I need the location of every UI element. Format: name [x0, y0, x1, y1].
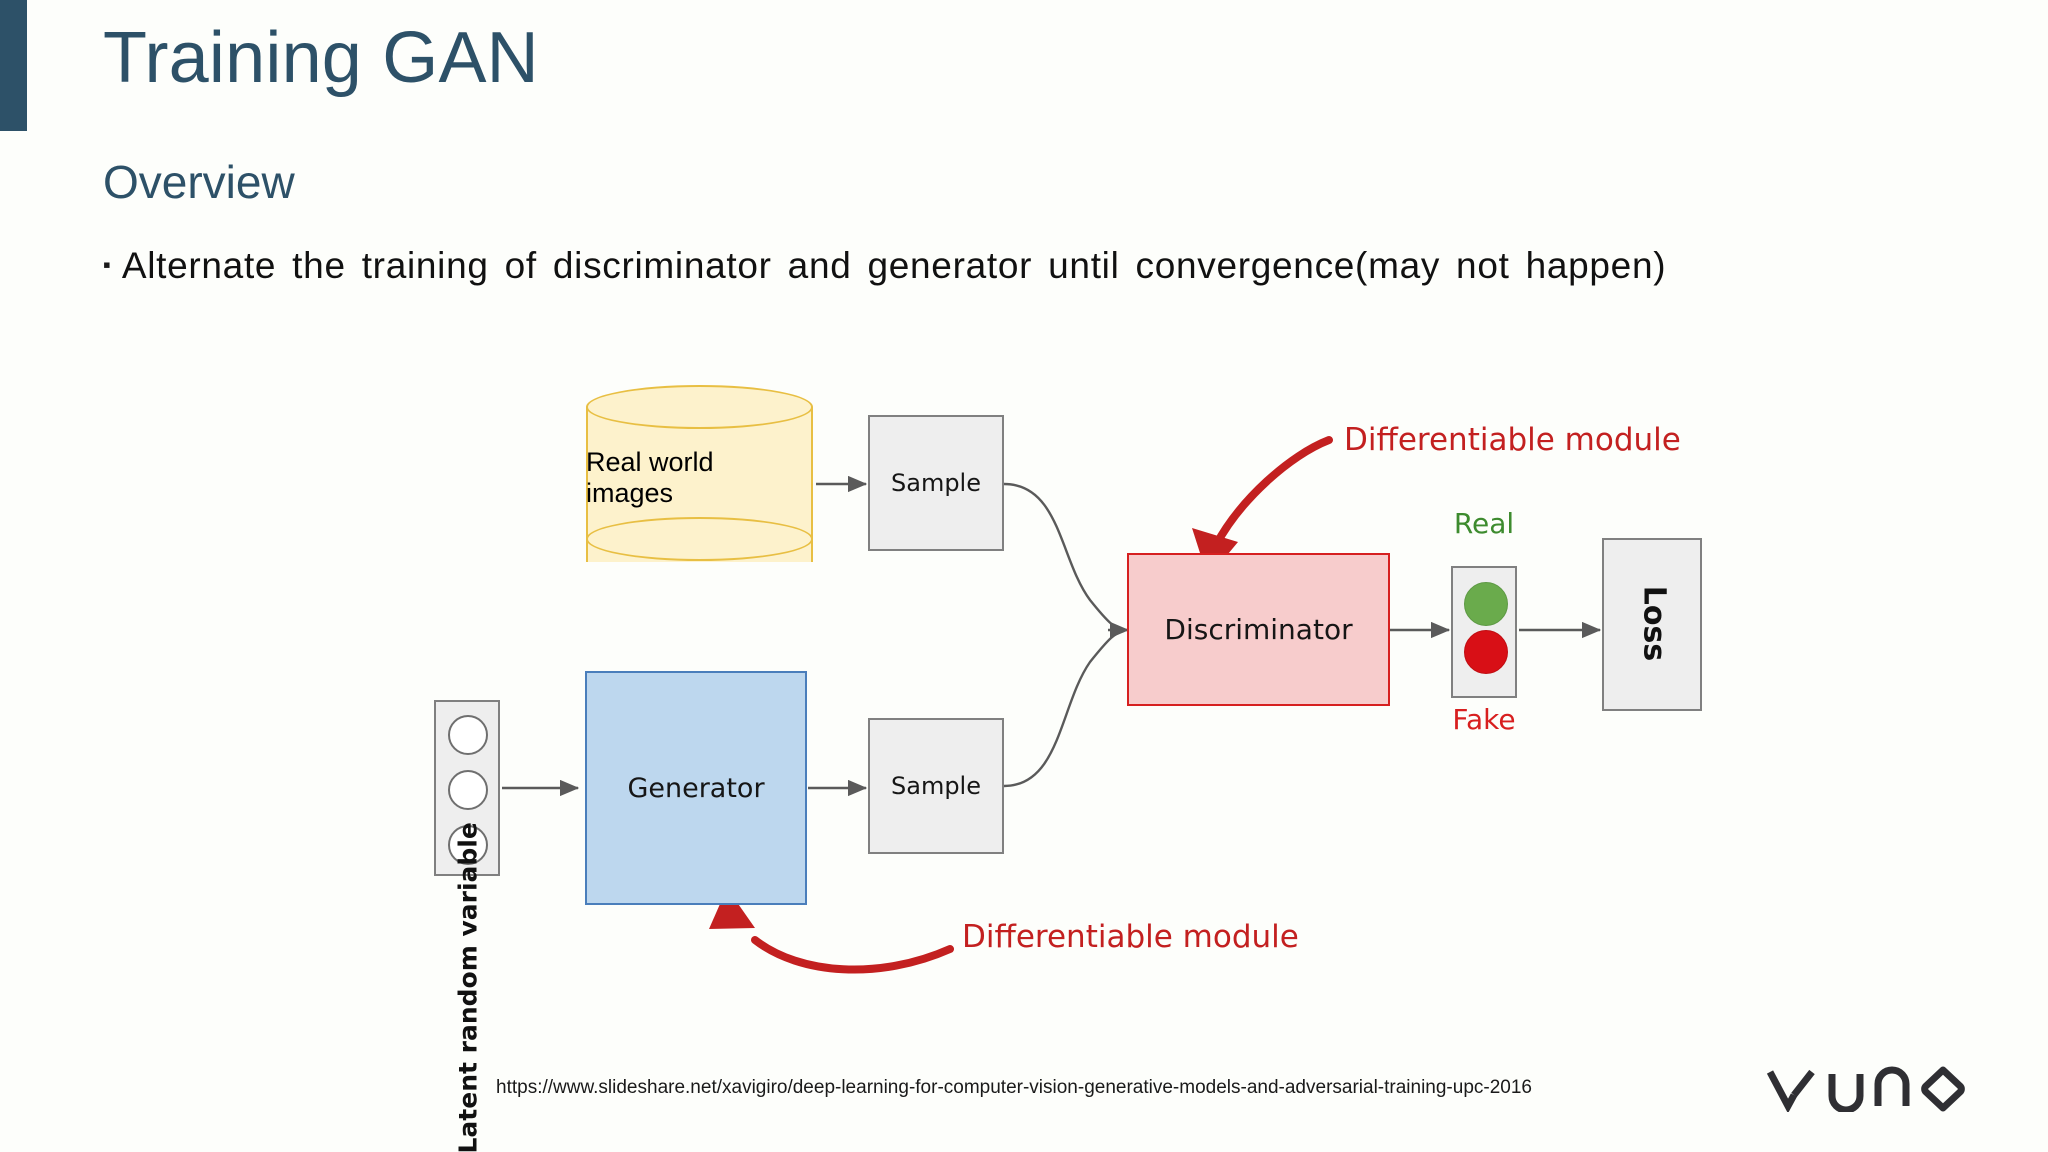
traffic-signal-box — [1451, 566, 1517, 698]
logo-letter-n — [1874, 1066, 1910, 1106]
signal-real-label: Real — [1453, 507, 1515, 540]
bullet-marker-icon: ▪ — [103, 252, 111, 277]
generator-label: Generator — [627, 772, 765, 804]
signal-green-light-icon — [1464, 582, 1508, 626]
discriminator-box: Discriminator — [1127, 553, 1390, 706]
page-title: Training GAN — [103, 18, 539, 98]
generator-box: Generator — [585, 671, 807, 905]
real-world-images-cylinder: Real world images — [586, 385, 813, 583]
latent-dot — [448, 715, 488, 755]
signal-fake-label: Fake — [1452, 703, 1516, 736]
logo-letter-v-right — [1791, 1069, 1815, 1098]
sample-box-real-label: Sample — [891, 469, 981, 497]
loss-label: Loss — [1636, 585, 1672, 662]
differentiable-module-label-bottom: Differentiable module — [962, 919, 1299, 955]
cylinder-top-ellipse — [586, 385, 813, 429]
latent-dot — [448, 770, 488, 810]
bullet-row: ▪ Alternate the training of discriminato… — [103, 245, 1953, 287]
logo-letter-v — [1766, 1070, 1798, 1112]
annotation-arrow-bottom-shaft — [751, 936, 954, 974]
source-url-text: https://www.slideshare.net/xavigiro/deep… — [496, 1077, 1532, 1098]
vuno-logo — [1766, 1066, 1965, 1112]
logo-letter-o-diamond — [1921, 1066, 1965, 1112]
section-subtitle: Overview — [103, 156, 295, 208]
discriminator-label: Discriminator — [1164, 613, 1353, 646]
cylinder-label: Real world images — [586, 447, 813, 509]
sample-box-real: Sample — [868, 415, 1004, 551]
latent-variable-label: Latent random variable — [453, 822, 483, 1152]
sample-box-fake: Sample — [868, 718, 1004, 854]
logo-letter-u — [1828, 1074, 1864, 1112]
connector-sample-bottom-to-discriminator — [1003, 629, 1125, 788]
signal-red-light-icon — [1464, 630, 1508, 674]
cylinder-label-line2: images — [586, 478, 674, 508]
title-accent-bar — [0, 0, 27, 131]
differentiable-module-label-top: Differentiable module — [1344, 422, 1681, 458]
loss-box: Loss — [1602, 538, 1702, 711]
cylinder-label-line1: Real world — [586, 447, 714, 477]
sample-box-fake-label: Sample — [891, 772, 981, 800]
connector-sample-top-to-discriminator — [1003, 482, 1125, 632]
annotation-arrow-top-shaft — [1212, 436, 1333, 549]
latent-variable-column: Latent random variable — [434, 700, 500, 1152]
latent-dot — [448, 825, 488, 865]
cylinder-bottom-ellipse — [586, 517, 813, 561]
bullet-text: Alternate the training of discriminator … — [121, 245, 1667, 286]
